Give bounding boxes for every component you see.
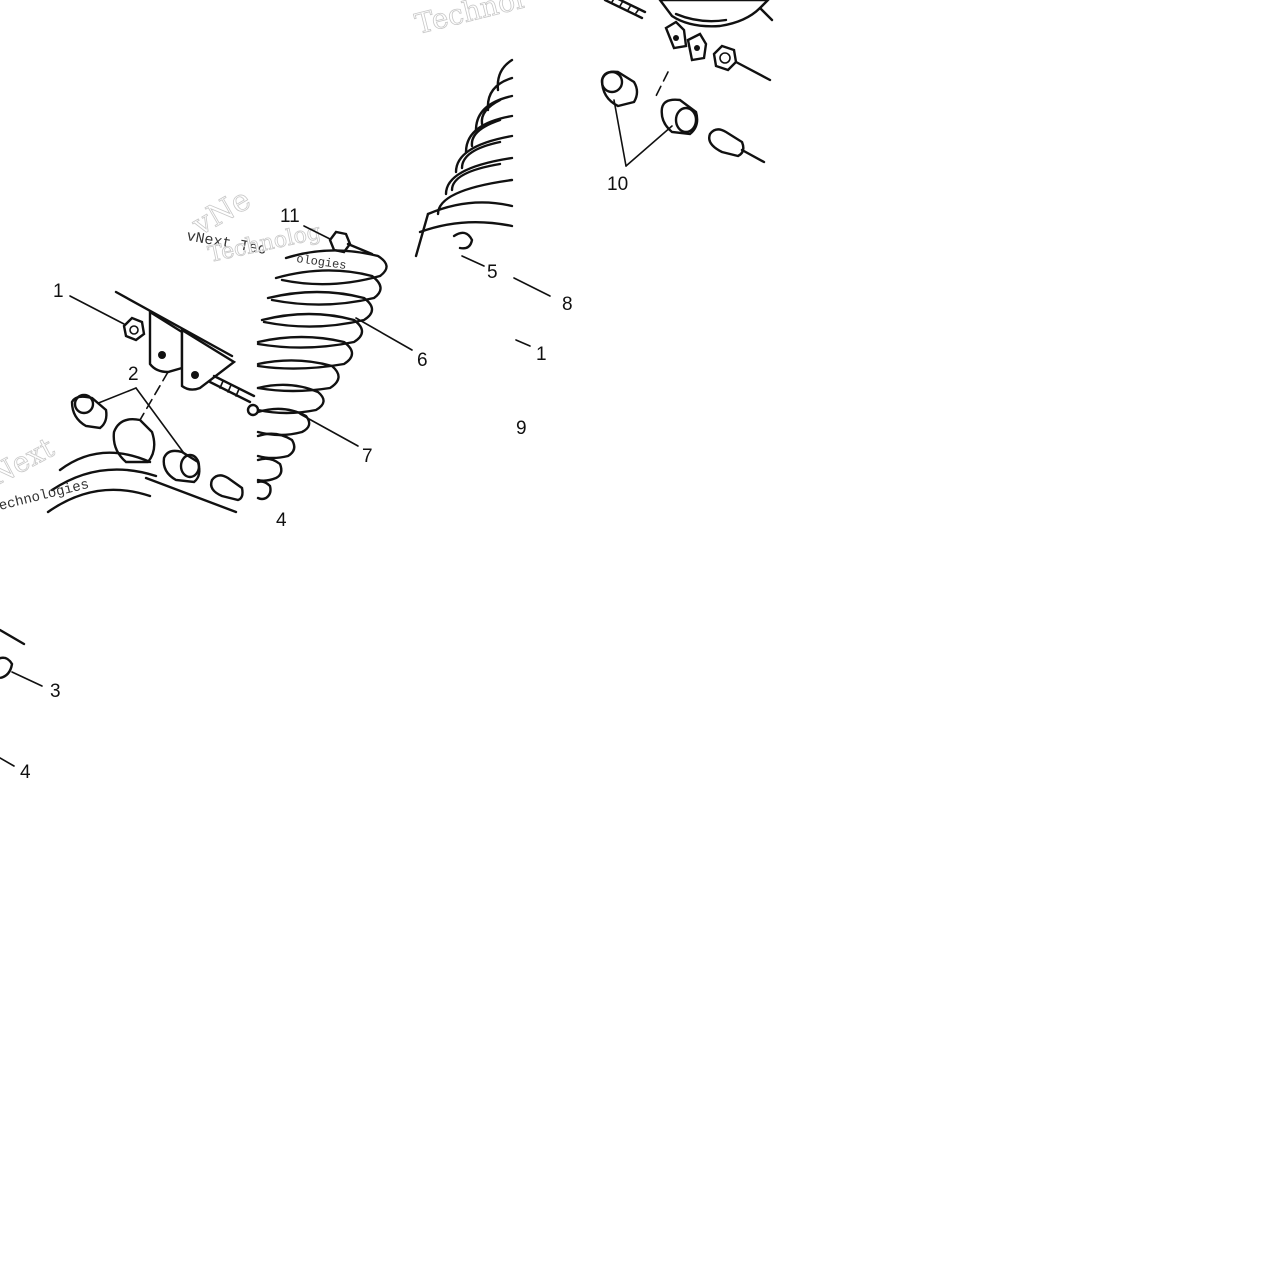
watermark-top: Technol (412, 0, 527, 41)
lower-bushing-right (162, 449, 201, 484)
upper-bushing-left (600, 70, 639, 108)
callout-1-left: 1 (53, 281, 64, 302)
lower-shock-eye (46, 418, 238, 514)
callout-5: 5 (487, 262, 498, 283)
spring-upper-tile: Technol (411, 0, 527, 267)
upper-sleeve (708, 128, 766, 164)
callout-4-bottom: 4 (20, 762, 31, 783)
callout-4-top: 4 (276, 510, 287, 531)
callout-6: 6 (417, 350, 428, 371)
lower-sleeve (209, 474, 244, 502)
callout-8: 8 (562, 294, 573, 315)
callout-11: 11 (280, 206, 300, 227)
upper-spring-coils (436, 58, 514, 216)
upper-nut (712, 44, 772, 82)
callout-7: 7 (362, 446, 373, 467)
lower-bolt (208, 374, 260, 417)
watermark-left: Next (0, 431, 60, 492)
spring-retainer (414, 201, 514, 258)
callout-9: 9 (516, 418, 527, 439)
spring-lower-tile: 11 ologies (256, 206, 413, 501)
upper-bolt (603, 0, 647, 20)
callout-2: 2 (128, 364, 139, 385)
upper-bushing-right (660, 98, 699, 136)
lower-left-fragment: 3 4 (0, 628, 61, 783)
lower-nut (69, 295, 146, 342)
lower-mount-tile: vNext Tec vNe Technolog 1 2 (0, 182, 323, 515)
frame-bracket (114, 290, 237, 391)
callout-1-right: 1 (536, 344, 547, 365)
callout-10: 10 (607, 174, 628, 195)
watermark-spring: ologies (295, 252, 347, 273)
upper-shock-eye (658, 0, 774, 62)
center-callouts: 5 8 1 6 7 9 4 (276, 262, 573, 531)
lower-spring-coils (256, 249, 388, 501)
lower-bushing-left (70, 393, 108, 430)
bolt-11 (303, 225, 374, 256)
upper-mount-tile: 10 (600, 0, 774, 195)
callout-3: 3 (50, 681, 61, 702)
